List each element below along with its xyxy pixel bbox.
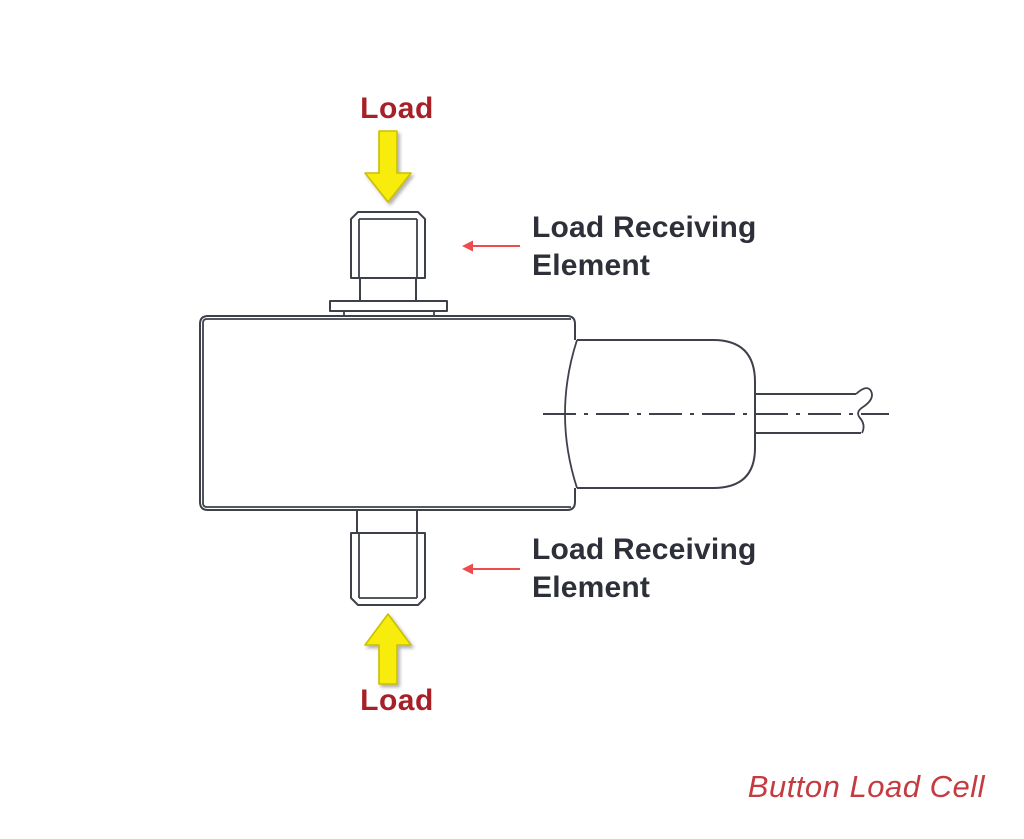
bottom-annotation-arrow-icon — [462, 563, 520, 575]
top-load-arrow-down-icon — [364, 130, 412, 203]
top-annotation-label: Load Receiving Element — [532, 211, 757, 282]
load-cell-body — [199, 315, 576, 511]
top-load-stud — [329, 211, 448, 317]
top-load-label: Load — [360, 92, 434, 125]
bottom-load-arrow-up-icon — [364, 613, 412, 685]
cable-break-icon — [855, 387, 873, 434]
cable — [755, 387, 873, 434]
top-annotation-arrow-icon — [462, 240, 520, 252]
figure-caption: Button Load Cell — [747, 769, 985, 804]
bottom-load-stud — [350, 510, 426, 606]
bottom-annotation-label: Load Receiving Element — [532, 533, 757, 604]
top-stud-flange — [329, 300, 448, 312]
bottom-load-label: Load — [360, 684, 434, 717]
